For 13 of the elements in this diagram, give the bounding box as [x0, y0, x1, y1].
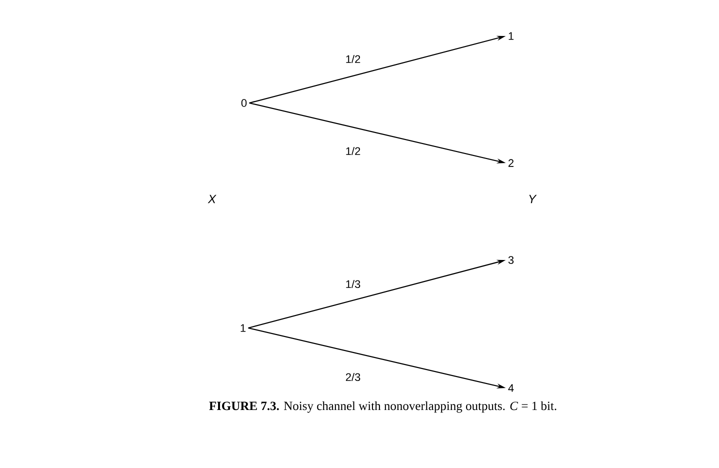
edge-label: 1/2: [344, 146, 362, 156]
node-label: 2: [508, 159, 514, 167]
edge-label: 1/2: [344, 54, 362, 64]
caption: FIGURE 7.3. Noisy channel with nonoverlapping outputs. C = 1 bit.: [209, 401, 556, 413]
edge-label: 1/3: [344, 278, 362, 290]
node-label: 3: [508, 256, 514, 264]
axis-label: X: [208, 194, 216, 204]
axis-label: Y: [529, 194, 537, 204]
node-label: 1: [240, 324, 246, 332]
node-label: 4: [508, 384, 514, 392]
node-label: 1: [508, 32, 514, 40]
node-label: 0: [241, 99, 247, 107]
edge-label: 2/3: [344, 372, 362, 382]
